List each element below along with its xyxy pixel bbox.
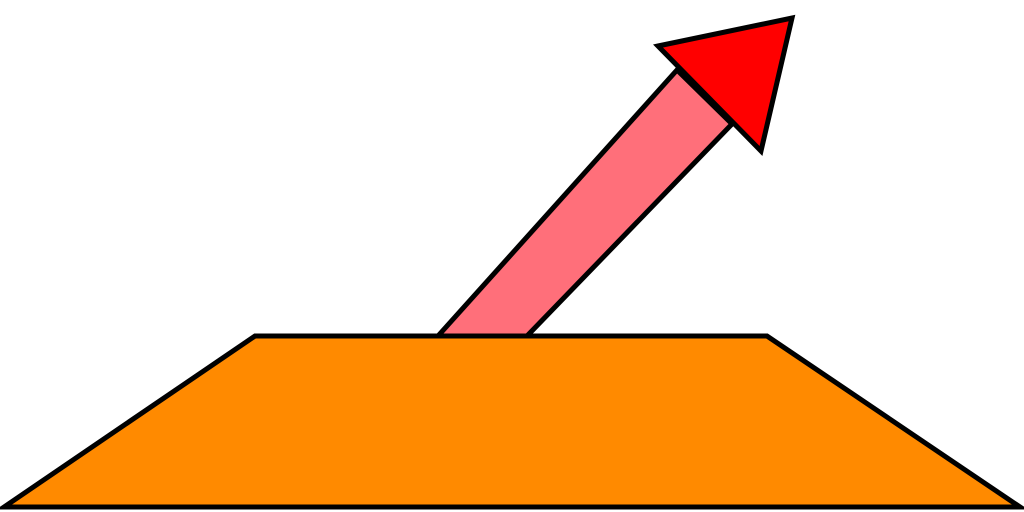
arrow-shaft bbox=[432, 66, 736, 339]
platform-trapezoid bbox=[0, 333, 1024, 510]
arrow-head bbox=[653, 14, 796, 156]
